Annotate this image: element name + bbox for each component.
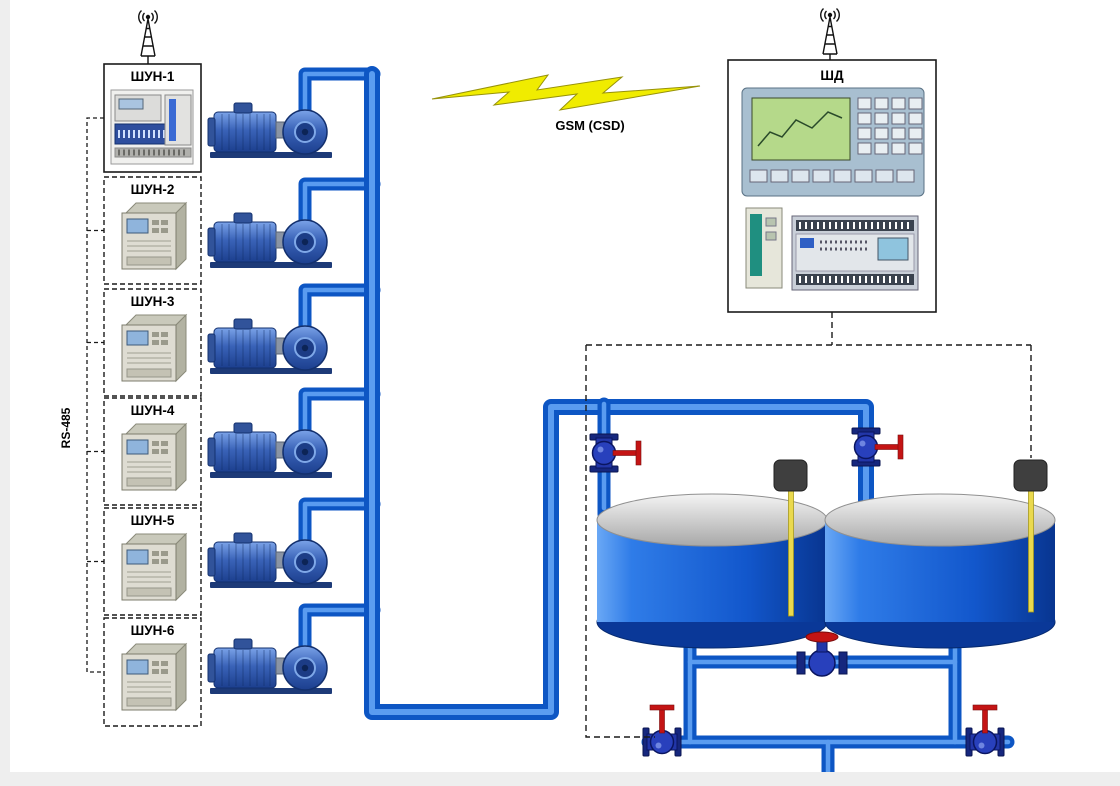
comm-module-led: [765, 217, 777, 227]
pipe-highlight: [302, 607, 377, 665]
controller-device: [121, 314, 187, 382]
rs485-bus-lines: [86, 117, 104, 673]
controller-shun-1: ШУН-1: [103, 63, 202, 173]
sensor-rod: [1028, 489, 1034, 613]
controller-label: ШУН-3: [131, 294, 175, 309]
hmi-screen: [751, 97, 851, 161]
controller-cabinets: ШУН-1 ШУН-2 ШУН-3 ШУН-: [103, 63, 202, 727]
controller-label: ШУН-2: [131, 182, 175, 197]
controller-label: ШУН-4: [131, 403, 175, 418]
lightning-icon: [431, 74, 701, 111]
plc-device-graphic: [110, 89, 194, 165]
plc-side-module: [164, 94, 192, 146]
hmi-operator-panel: [741, 87, 925, 197]
plc-side-stripe: [169, 99, 176, 141]
pipe-highlight: [302, 287, 377, 345]
level-sensor-2: [1013, 459, 1048, 613]
comm-module-led: [765, 231, 777, 241]
rs485-bus: RS-485: [59, 117, 104, 673]
controller-label: ШУН-6: [131, 623, 175, 638]
hmi-function-keys: [749, 169, 915, 183]
sensor-cap: [773, 459, 808, 492]
level-sensors: [773, 459, 1048, 617]
page-margin-left: [0, 0, 10, 786]
controller-shun-3: ШУН-3: [103, 288, 202, 397]
pipe-highlight: [302, 501, 377, 559]
controller-shun-4: ШУН-4: [103, 397, 202, 506]
pipe-highlight: [302, 391, 377, 449]
level-sensor-1: [773, 459, 808, 617]
cross-connect-valve: [796, 631, 848, 677]
pipe-highlight: [302, 71, 377, 129]
signal-lines: [585, 312, 1032, 738]
controller-shun-6: ШУН-6: [103, 617, 202, 727]
plc-logo-badge: [800, 238, 814, 248]
pump-discharge-pipes: [298, 67, 381, 669]
valve-body: [808, 649, 836, 677]
gsm-label: GSM (CSD): [555, 118, 624, 133]
valve-handwheel: [805, 631, 839, 643]
controller-device: [121, 643, 187, 711]
controller-label: ШУН-5: [131, 513, 175, 528]
sensor-cap: [1013, 459, 1048, 492]
hmi-trend-curve: [757, 111, 843, 147]
storage-tanks: [596, 493, 1056, 649]
valve-flange: [838, 651, 848, 675]
valve-flange: [796, 651, 806, 675]
antennas: [138, 7, 840, 64]
controller-shun-2: ШУН-2: [103, 176, 202, 285]
dispatcher-label: ШД: [820, 68, 844, 83]
page-margin-bottom: [0, 772, 1120, 786]
plc-display: [118, 98, 144, 110]
sensor-rod: [788, 489, 794, 617]
controller-label: ШУН-1: [131, 69, 175, 84]
controller-device: [121, 423, 187, 491]
plc-modules: [745, 207, 919, 291]
rs485-label: RS-485: [59, 407, 73, 448]
pipe-highlight: [302, 181, 377, 239]
controller-shun-5: ШУН-5: [103, 507, 202, 616]
main-pipe-highlight: [369, 71, 869, 715]
tank2-top: [824, 493, 1056, 547]
hmi-keypad: [857, 97, 923, 155]
plc-mini-display: [877, 237, 909, 261]
comm-module-stripe: [750, 214, 762, 276]
gsm-link: GSM (CSD): [431, 74, 701, 133]
valves: [589, 427, 1005, 757]
controller-device: [121, 202, 187, 270]
dispatcher-cabinet: ШД: [727, 59, 937, 313]
controller-device: [121, 533, 187, 601]
tank-2: [824, 493, 1056, 649]
